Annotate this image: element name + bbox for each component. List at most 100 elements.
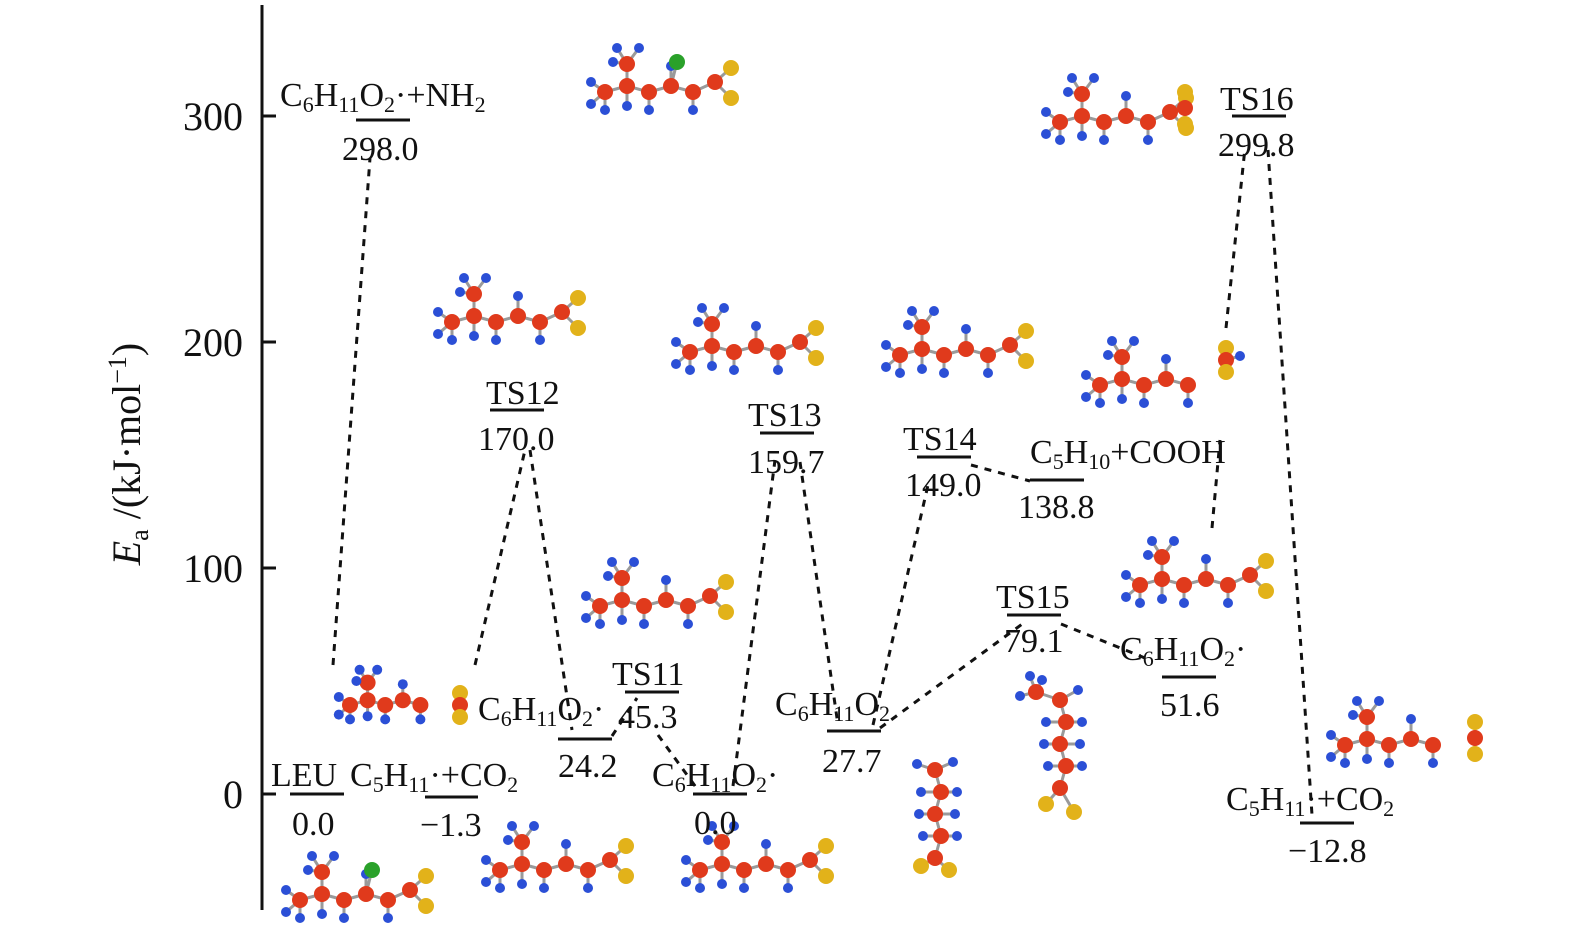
molecule-ts12 — [433, 273, 586, 345]
hydrogen-atom — [1039, 739, 1049, 749]
carbon-atom — [1074, 86, 1090, 102]
carbon-atom — [927, 850, 943, 866]
hydrogen-atom — [914, 809, 924, 819]
hydrogen-atom — [907, 306, 917, 316]
hydrogen-atom — [507, 821, 517, 831]
hydrogen-atom — [491, 335, 501, 345]
hydrogen-atom — [307, 851, 317, 861]
hydrogen-atom — [495, 883, 505, 893]
hydrogen-atom — [455, 287, 465, 297]
hydrogen-atom — [1406, 714, 1416, 724]
connector-cooh-ts16 — [1210, 439, 1222, 529]
hydrogen-atom — [929, 306, 939, 316]
molecule-ts15 — [1015, 671, 1087, 820]
hydrogen-atom — [1081, 370, 1091, 380]
oxygen-atom — [1218, 340, 1234, 356]
carbon-atom — [1381, 737, 1397, 753]
oxygen-atom — [1018, 323, 1034, 339]
hydrogen-atom — [939, 368, 949, 378]
carbon-atom — [1058, 714, 1074, 730]
carbon-atom — [780, 862, 796, 878]
oxygen-atom — [718, 604, 734, 620]
hydrogen-atom — [433, 307, 443, 317]
carbon-atom — [736, 862, 752, 878]
carbon-atom — [933, 828, 949, 844]
carbon-atom — [682, 344, 698, 360]
hydrogen-atom — [707, 361, 717, 371]
y-tick-label-300: 300 — [183, 94, 243, 139]
hydrogen-atom — [415, 714, 426, 725]
y-tick-label-0: 0 — [223, 772, 243, 817]
carbon-atom — [614, 570, 630, 586]
hydrogen-atom — [586, 77, 596, 87]
hydrogen-atom — [481, 877, 491, 887]
hydrogen-atom — [433, 329, 443, 339]
hydrogen-atom — [783, 883, 793, 893]
carbon-atom — [802, 852, 818, 868]
carbon-atom — [1002, 337, 1018, 353]
label-ts15: TS15 — [996, 579, 1070, 616]
oxygen-atom — [1177, 116, 1193, 132]
oxygen-atom — [1218, 364, 1234, 380]
label-ts12: TS12 — [486, 375, 560, 412]
carbon-atom — [558, 856, 574, 872]
molecule-leu — [281, 851, 434, 923]
hydrogen-atom — [1015, 691, 1025, 701]
carbon-atom — [936, 347, 952, 363]
hydrogen-atom — [561, 839, 571, 849]
oxygen-atom — [1066, 804, 1082, 820]
hydrogen-atom — [681, 877, 691, 887]
molecule-c6h11o2-a — [481, 821, 634, 893]
oxygen-atom — [1258, 583, 1274, 599]
hydrogen-atom — [397, 679, 408, 690]
label-ts11: TS11 — [612, 656, 684, 693]
carbon-atom — [685, 84, 701, 100]
carbon-atom — [1403, 731, 1419, 747]
carbon-atom — [492, 862, 508, 878]
carbon-atom — [514, 834, 530, 850]
oxygen-atom — [1467, 714, 1483, 730]
hydrogen-atom — [681, 855, 691, 865]
hydrogen-atom — [333, 709, 344, 720]
connector-c5h11-ts12 — [473, 449, 527, 666]
carbon-atom — [359, 674, 376, 691]
hydrogen-atom — [595, 619, 605, 629]
hydrogen-atom — [1135, 598, 1145, 608]
hydrogen-atom — [729, 365, 739, 375]
hydrogen-atom — [1117, 394, 1127, 404]
oxygen-atom — [570, 290, 586, 306]
carbon-atom — [1052, 780, 1068, 796]
hydrogen-atom — [317, 909, 327, 919]
hydrogen-atom — [586, 99, 596, 109]
value-c5h10-cooh: 138.8 — [1018, 489, 1095, 526]
hydrogen-atom — [608, 57, 618, 67]
y-axis-label: Ea /(kJ·mol−1) — [103, 343, 154, 567]
hydrogen-atom — [1041, 717, 1051, 727]
hydrogen-atom — [372, 664, 383, 675]
carbon-atom — [748, 338, 764, 354]
hydrogen-atom — [1179, 598, 1189, 608]
carbon-atom — [714, 834, 730, 850]
connector-ts11-c6h11o2 — [656, 734, 700, 791]
hydrogen-atom — [1340, 758, 1350, 768]
hydrogen-atom — [683, 619, 693, 629]
carbon-atom — [692, 862, 708, 878]
oxygen-atom — [452, 709, 468, 725]
carbon-atom — [1220, 577, 1236, 593]
carbon-atom — [1136, 377, 1152, 393]
carbon-atom — [726, 344, 742, 360]
hydrogen-atom — [1326, 730, 1336, 740]
hydrogen-atom — [281, 907, 291, 917]
carbon-atom — [554, 304, 570, 320]
hydrogen-atom — [918, 831, 928, 841]
value-ts15: 79.1 — [1004, 623, 1064, 660]
carbon-atom — [1176, 577, 1192, 593]
hydrogen-atom — [707, 821, 717, 831]
carbon-atom — [1114, 349, 1130, 365]
carbon-atom — [314, 886, 330, 902]
label-ts16: TS16 — [1220, 81, 1294, 118]
molecule-c6h11o2-c — [912, 757, 962, 878]
value-c6h11o2-d: 51.6 — [1160, 687, 1220, 724]
hydrogen-atom — [1043, 761, 1053, 771]
oxygen-atom — [818, 868, 834, 884]
